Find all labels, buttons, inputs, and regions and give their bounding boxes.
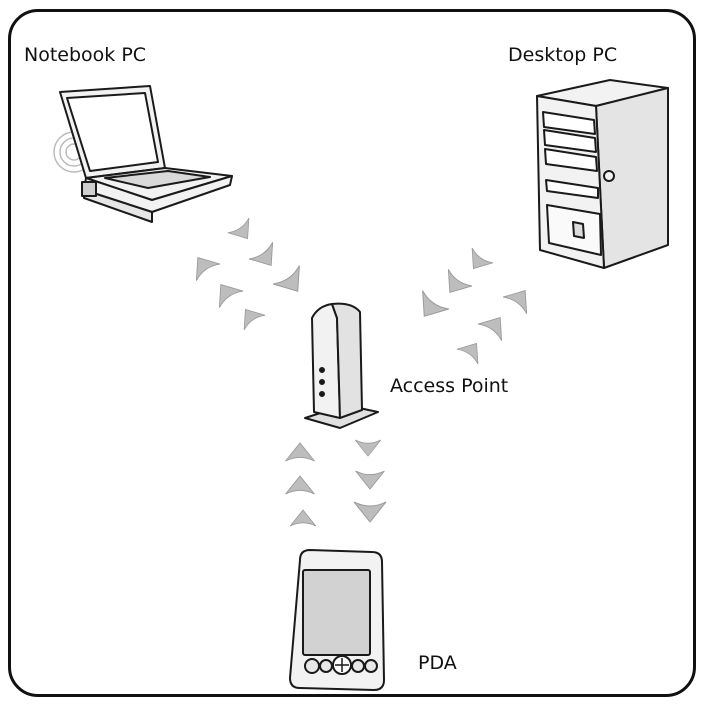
wave-desktop-to-ap — [410, 247, 538, 365]
access-point-icon — [304, 302, 379, 429]
pda-label: PDA — [418, 652, 457, 674]
desktop-pc-icon — [536, 79, 669, 269]
notebook-pc-icon — [53, 85, 233, 223]
access-point-label: Access Point — [390, 375, 509, 397]
pda-icon — [289, 549, 385, 691]
wave-pda-to-ap — [285, 439, 387, 527]
desktop-pc-label: Desktop PC — [508, 44, 618, 66]
notebook-pc-label: Notebook PC — [24, 44, 147, 66]
wave-notebook-to-ap — [185, 217, 312, 331]
